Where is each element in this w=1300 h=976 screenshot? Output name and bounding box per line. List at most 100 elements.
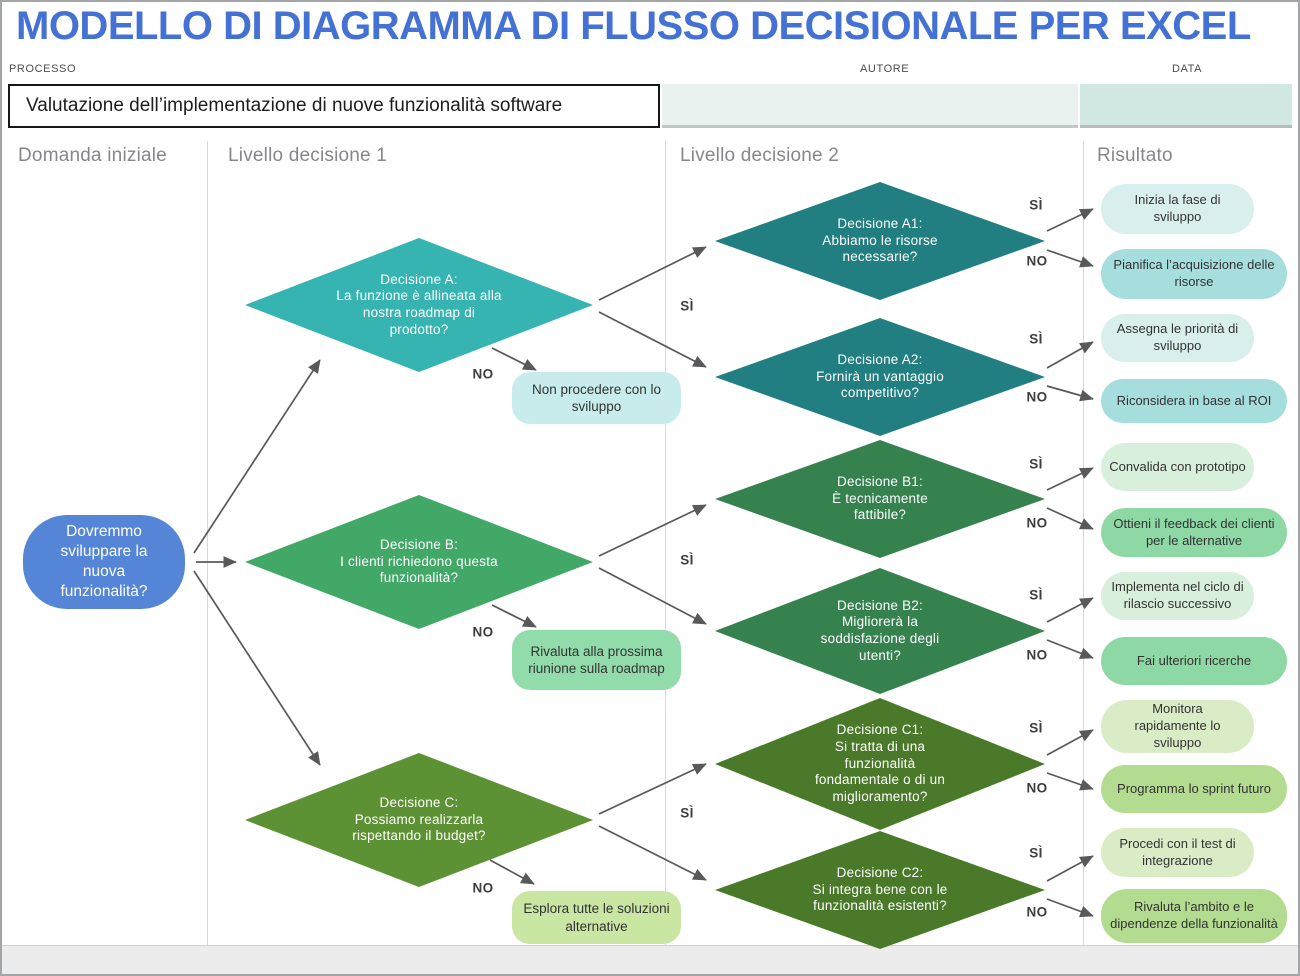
decision-b-question: I clienti richiedono questa funzionalità… bbox=[340, 553, 498, 586]
arrow-a-yes-to-a1 bbox=[598, 246, 707, 301]
decision-a-name: Decisione A: bbox=[380, 271, 458, 287]
decision-a2-diamond[interactable]: Decisione A2: Fornirà un vantaggio compe… bbox=[715, 318, 1045, 436]
decision-a-diamond[interactable]: Decisione A: La funzione è allineata all… bbox=[245, 238, 593, 372]
arrow-c1-no bbox=[1046, 772, 1094, 791]
decision-b1-name: Decisione B1: bbox=[837, 473, 923, 489]
result-text: Inizia la fase di sviluppo bbox=[1134, 192, 1221, 224]
arrow-c-no bbox=[489, 859, 535, 885]
result-b1-no-pill[interactable]: Ottieni il feedback dei clienti per le a… bbox=[1101, 508, 1287, 557]
branch-label-b-yes: SÌ bbox=[680, 552, 694, 568]
arrow-b2-yes bbox=[1046, 597, 1094, 623]
decision-b1-question: È tecnicamente fattibile? bbox=[832, 490, 928, 523]
arrow-c2-no bbox=[1046, 898, 1094, 918]
branch-label-a2-no: NO bbox=[1026, 389, 1048, 405]
branch-label-a2-yes: SÌ bbox=[1029, 331, 1043, 347]
arrow-a1-no bbox=[1046, 249, 1094, 268]
decision-a1-question: Abbiamo le risorse necessarie? bbox=[822, 232, 938, 265]
outcome-a-no-text: Non procedere con lo sviluppo bbox=[531, 381, 662, 414]
branch-label-c2-yes: SÌ bbox=[1029, 845, 1043, 861]
arrow-b1-no bbox=[1046, 507, 1094, 530]
outcome-c-no-box[interactable]: Esplora tutte le soluzioni alternative bbox=[512, 891, 681, 944]
arrow-a-no bbox=[491, 347, 537, 371]
result-c1-yes-pill[interactable]: Monitora rapidamente lo sviluppo bbox=[1101, 700, 1254, 753]
page-title: MODELLO DI DIAGRAMMA DI FLUSSO DECISIONA… bbox=[16, 4, 1251, 48]
arrow-start-to-c bbox=[193, 570, 321, 766]
arrow-b-yes-to-b2 bbox=[598, 567, 707, 625]
author-value-cell[interactable] bbox=[662, 84, 1078, 128]
decision-a-question: La funzione è allineata alla nostra road… bbox=[336, 288, 502, 337]
branch-label-c-no: NO bbox=[472, 880, 494, 896]
column-divider bbox=[207, 141, 208, 945]
branch-label-a1-no: NO bbox=[1026, 253, 1048, 269]
arrow-a1-yes bbox=[1046, 208, 1094, 232]
decision-c2-question: Si integra bene con le funzionalità esis… bbox=[812, 881, 948, 914]
branch-label-b2-no: NO bbox=[1026, 647, 1048, 663]
arrow-b-yes-to-b1 bbox=[598, 504, 707, 557]
branch-label-c1-no: NO bbox=[1026, 780, 1048, 796]
result-text: Procedi con il test di integrazione bbox=[1119, 835, 1236, 868]
branch-label-b1-yes: SÌ bbox=[1029, 456, 1043, 472]
start-node[interactable]: Dovremmo sviluppare la nuova funzionalit… bbox=[23, 515, 185, 609]
result-c1-no-pill[interactable]: Programma lo sprint futuro bbox=[1101, 765, 1287, 813]
result-c2-no-pill[interactable]: Rivaluta l’ambito e le dipendenze della … bbox=[1101, 889, 1287, 943]
result-b2-no-pill[interactable]: Fai ulteriori ricerche bbox=[1101, 637, 1287, 685]
decision-c1-diamond[interactable]: Decisione C1: Si tratta di una funzional… bbox=[715, 698, 1045, 830]
branch-label-b1-no: NO bbox=[1026, 515, 1048, 531]
arrow-c-yes-to-c2 bbox=[598, 825, 707, 881]
column-divider bbox=[665, 141, 666, 945]
result-a2-no-pill[interactable]: Riconsidera in base al ROI bbox=[1101, 379, 1287, 423]
column-header-initial-question: Domanda iniziale bbox=[18, 145, 167, 166]
decision-b-diamond[interactable]: Decisione B: I clienti richiedono questa… bbox=[245, 495, 593, 629]
result-text: Monitora rapidamente lo sviluppo bbox=[1134, 701, 1221, 750]
start-node-text: Dovremmo sviluppare la nuova funzionalit… bbox=[60, 522, 148, 601]
arrow-start-to-a bbox=[193, 359, 321, 554]
date-value-cell[interactable] bbox=[1080, 84, 1292, 128]
decision-b2-diamond[interactable]: Decisione B2: Migliorerà la soddisfazion… bbox=[715, 568, 1045, 694]
branch-label-a-yes: SÌ bbox=[680, 298, 694, 314]
outcome-b-no-box[interactable]: Rivaluta alla prossima riunione sulla ro… bbox=[512, 630, 681, 690]
result-text: Riconsidera in base al ROI bbox=[1116, 392, 1272, 408]
branch-label-c1-yes: SÌ bbox=[1029, 720, 1043, 736]
arrow-b-no bbox=[491, 604, 537, 628]
branch-label-b2-yes: SÌ bbox=[1029, 587, 1043, 603]
result-a1-no-pill[interactable]: Pianifica l’acquisizione delle risorse bbox=[1101, 249, 1287, 299]
decision-b1-diamond[interactable]: Decisione B1: È tecnicamente fattibile? bbox=[715, 440, 1045, 558]
process-value-cell[interactable]: Valutazione dell’implementazione di nuov… bbox=[8, 84, 660, 128]
arrow-a2-yes bbox=[1046, 341, 1094, 369]
decision-c1-name: Decisione C1: bbox=[836, 722, 924, 738]
result-text: Implementa nel ciclo di rilascio success… bbox=[1111, 579, 1244, 611]
result-text: Assegna le priorità di sviluppo bbox=[1116, 321, 1239, 353]
arrow-b1-yes bbox=[1046, 467, 1094, 491]
column-header-decision-level-1: Livello decisione 1 bbox=[228, 145, 388, 166]
column-header-result: Risultato bbox=[1097, 145, 1173, 166]
branch-label-c-yes: SÌ bbox=[680, 805, 694, 821]
result-b2-yes-pill[interactable]: Implementa nel ciclo di rilascio success… bbox=[1101, 572, 1254, 620]
process-value: Valutazione dell’implementazione di nuov… bbox=[26, 95, 563, 116]
arrow-c2-yes bbox=[1046, 855, 1094, 882]
decision-b2-name: Decisione B2: bbox=[837, 597, 923, 613]
decision-c-diamond[interactable]: Decisione C: Possiamo realizzarla rispet… bbox=[245, 753, 593, 887]
result-text: Rivaluta l’ambito e le dipendenze della … bbox=[1110, 899, 1278, 931]
branch-label-b-no: NO bbox=[472, 624, 494, 640]
decision-c2-diamond[interactable]: Decisione C2: Si integra bene con le fun… bbox=[715, 831, 1045, 949]
branch-label-a-no: NO bbox=[472, 366, 494, 382]
author-label: AUTORE bbox=[860, 63, 910, 75]
arrow-b2-no bbox=[1046, 639, 1094, 659]
result-text: Fai ulteriori ricerche bbox=[1136, 652, 1252, 668]
outcome-c-no-text: Esplora tutte le soluzioni alternative bbox=[523, 901, 670, 934]
decision-c1-question: Si tratta di una funzionalità fondamenta… bbox=[814, 738, 946, 805]
date-label: DATA bbox=[1172, 63, 1203, 75]
result-text: Ottieni il feedback dei clienti per le a… bbox=[1113, 515, 1275, 548]
result-a2-yes-pill[interactable]: Assegna le priorità di sviluppo bbox=[1101, 314, 1254, 362]
result-b1-yes-pill[interactable]: Convalida con prototipo bbox=[1101, 443, 1254, 491]
result-c2-yes-pill[interactable]: Procedi con il test di integrazione bbox=[1101, 828, 1254, 877]
result-a1-yes-pill[interactable]: Inizia la fase di sviluppo bbox=[1101, 184, 1254, 234]
decision-a2-question: Fornirà un vantaggio competitivo? bbox=[816, 368, 944, 401]
decision-a1-diamond[interactable]: Decisione A1: Abbiamo le risorse necessa… bbox=[715, 182, 1045, 300]
decision-b-name: Decisione B: bbox=[379, 536, 459, 552]
outcome-a-no-box[interactable]: Non procedere con lo sviluppo bbox=[512, 372, 681, 424]
decision-c-name: Decisione C: bbox=[379, 794, 459, 810]
arrow-a-yes-to-a2 bbox=[598, 311, 707, 368]
outcome-b-no-text: Rivaluta alla prossima riunione sulla ro… bbox=[528, 643, 665, 676]
bottom-margin-strip bbox=[2, 945, 1298, 975]
